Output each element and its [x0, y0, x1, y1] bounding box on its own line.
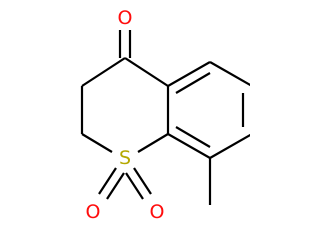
bond-c8-c8a-inner — [175, 126, 211, 148]
bond-s-o-right-b — [133, 167, 152, 195]
bonds — [80, 30, 250, 205]
molecule-structure: O S O O — [80, 7, 250, 223]
bond-c4a-c5-inner — [175, 72, 211, 94]
bond-s-o-left-b — [106, 172, 125, 200]
bond-c7-c8 — [209, 133, 250, 159]
bond-c4-c4a — [124, 57, 169, 87]
bond-c4a-c5 — [167, 61, 211, 87]
bond-s-o-left-a — [98, 167, 117, 195]
bond-c5-c6 — [209, 61, 250, 87]
atom-label-sulfonyl-oxygen-right: O — [150, 201, 165, 223]
bond-s-c8a — [137, 133, 169, 153]
bond-s-o-right-a — [125, 172, 144, 200]
atom-labels: O S O O — [86, 7, 165, 223]
atom-label-sulfonyl-oxygen-left: O — [86, 201, 101, 223]
bond-c4-c3 — [81, 57, 126, 87]
atom-label-sulfur: S — [119, 147, 131, 169]
bond-c2-s — [81, 133, 113, 153]
bond-c8-c8a — [167, 133, 211, 159]
atom-label-carbonyl-oxygen: O — [118, 7, 133, 29]
